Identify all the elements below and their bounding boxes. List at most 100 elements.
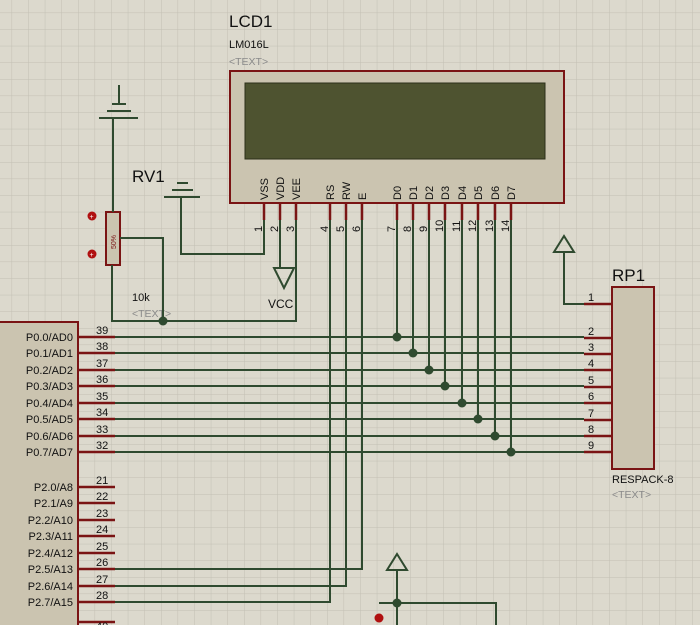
port2-pin-num: 22 xyxy=(96,491,108,503)
port2-pin-num: 25 xyxy=(96,541,108,553)
port0-pin-name: P0.5/AD5 xyxy=(26,414,73,426)
rs-wire xyxy=(115,220,331,603)
mcu-body xyxy=(0,321,79,625)
lcd-pin-num: 14 xyxy=(500,220,512,232)
rw-wire xyxy=(115,220,347,587)
lcd-pin-name: RS xyxy=(325,185,337,200)
rv1-probe-bottom[interactable] xyxy=(87,249,97,259)
rv1-probe-bottom-glyph: + xyxy=(90,252,94,259)
lcd-pin-name: VEE xyxy=(291,178,303,200)
rv1-probe-top[interactable] xyxy=(87,211,97,221)
port0-pin-num: 38 xyxy=(96,341,108,353)
port2-pin-num: 27 xyxy=(96,574,108,586)
lcd-pin-num: 6 xyxy=(351,226,363,232)
rp1-power-arrow xyxy=(552,234,576,253)
port0-pin-num: 39 xyxy=(96,325,108,337)
mcu-partial-pin-num: 40 xyxy=(96,621,108,625)
port0-pin-num: 35 xyxy=(96,391,108,403)
junction-dot xyxy=(490,431,500,441)
vcc-power-symbol: VCC xyxy=(268,267,296,311)
rp1-pin-num: 5 xyxy=(588,375,594,387)
port2-pin-num: 28 xyxy=(96,590,108,602)
lcd-screen xyxy=(244,82,546,160)
port0-pin-num: 32 xyxy=(96,440,108,452)
rp1-ref-label: RP1 xyxy=(612,266,645,285)
mcu-component[interactable]: 39P0.0/AD038P0.1/AD137P0.2/AD236P0.3/AD3… xyxy=(0,321,115,625)
rp1-pin-num: 7 xyxy=(588,408,594,420)
port2-pin-num: 21 xyxy=(96,475,108,487)
rp1-pin-num: 6 xyxy=(588,391,594,403)
port2-pin-name: P2.7/A15 xyxy=(28,597,73,609)
rp1-pin-num: 8 xyxy=(588,424,594,436)
rp1-pin-num: 3 xyxy=(588,342,594,354)
rv1-component[interactable]: RV1 50% + + 10k <TEXT> xyxy=(87,167,172,320)
lcd-pin-num: 4 xyxy=(319,226,331,232)
port0-pin-name: P0.1/AD1 xyxy=(26,348,73,360)
port0-pin-name: P0.2/AD2 xyxy=(26,365,73,377)
port2-pin-name: P2.0/A8 xyxy=(34,482,73,494)
lcd-pin-num: 5 xyxy=(335,226,347,232)
lcd-pin-name: VSS xyxy=(259,178,271,200)
lcd-text-tag: <TEXT> xyxy=(229,56,268,68)
port2-pin-num: 24 xyxy=(96,524,108,536)
lcd-pin-num: 3 xyxy=(285,226,297,232)
wires xyxy=(111,85,584,625)
mcu-pins: 39P0.0/AD038P0.1/AD137P0.2/AD236P0.3/AD3… xyxy=(26,325,115,609)
ground-symbol-top xyxy=(99,103,138,119)
bottom-probe-dot[interactable] xyxy=(374,613,384,623)
port0-pin-name: P0.7/AD7 xyxy=(26,447,73,459)
lcd-pin-name: D7 xyxy=(506,186,518,200)
lcd-pin-name: D2 xyxy=(424,186,436,200)
rv1-wiper-wire xyxy=(120,237,164,321)
e-wire xyxy=(115,220,363,570)
rp1-text-tag: <TEXT> xyxy=(612,489,651,501)
port2-pin-name: P2.3/A11 xyxy=(29,531,73,543)
rp1-pin-num: 9 xyxy=(588,440,594,452)
port0-pin-name: P0.0/AD0 xyxy=(26,332,73,344)
bottom-power-arrow xyxy=(385,552,409,571)
lcd-pin-name: D4 xyxy=(457,186,469,200)
lcd-pin-num: 12 xyxy=(467,220,479,232)
port0-pin-num: 36 xyxy=(96,374,108,386)
ground-symbol-mid xyxy=(164,182,200,198)
junction-dot xyxy=(392,598,402,608)
lcd-pin-name: D6 xyxy=(490,186,502,200)
port2-pin-num: 26 xyxy=(96,557,108,569)
lcd-pin-num: 1 xyxy=(253,226,265,232)
lcd-pin-name: D3 xyxy=(440,186,452,200)
port0-pin-name: P0.6/AD6 xyxy=(26,431,73,443)
port0-pin-num: 33 xyxy=(96,424,108,436)
junction-dot xyxy=(392,332,402,342)
port2-pin-name: P2.6/A14 xyxy=(28,581,73,593)
lcd-pin-num: 8 xyxy=(402,226,414,232)
vss-ground-wire xyxy=(180,197,265,255)
port0-pin-num: 34 xyxy=(96,407,108,419)
port0-pin-name: P0.3/AD3 xyxy=(26,381,73,393)
junctions xyxy=(158,316,516,608)
rp1-pin-num: 1 xyxy=(588,292,594,304)
lcd-pin-name: D5 xyxy=(473,186,485,200)
junction-dot xyxy=(408,348,418,358)
rv1-wiper-label: 50% xyxy=(111,235,118,249)
lcd-pin-num: 13 xyxy=(484,220,496,232)
lcd-pin-num: 11 xyxy=(451,221,463,232)
junction-dot xyxy=(440,381,450,391)
bottom-net-wire xyxy=(379,602,497,625)
lcd-pin-name: E xyxy=(357,193,369,200)
lcd-part-label: LM016L xyxy=(229,39,269,51)
lcd-pin-name: D1 xyxy=(408,186,420,200)
junction-dot xyxy=(158,316,168,326)
port2-pin-name: P2.5/A13 xyxy=(28,564,73,576)
rp1-body xyxy=(611,286,655,470)
vee-wire xyxy=(111,220,297,322)
lcd-ref-label: LCD1 xyxy=(229,12,272,31)
lcd-pin-num: 10 xyxy=(434,220,446,232)
lcd-pin-num: 9 xyxy=(418,226,430,232)
lcd-pin-name: VDD xyxy=(275,177,287,200)
rv1-probe-top-glyph: + xyxy=(90,214,94,221)
port2-pin-name: P2.1/A9 xyxy=(34,498,73,510)
lcd-component[interactable]: LCD1 LM016L <TEXT> VSS1VDD2VEE3RS4RW5E6D… xyxy=(229,12,565,232)
port2-pin-name: P2.4/A12 xyxy=(28,548,73,560)
